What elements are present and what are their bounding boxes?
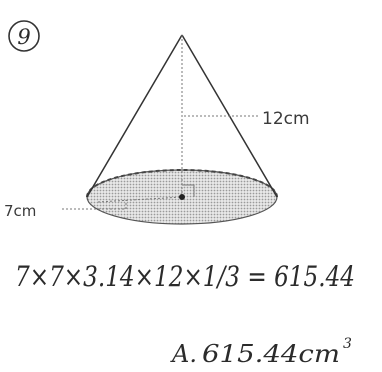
radius-label: 7cm [4,202,36,220]
answer-value: 615.44cm [202,340,340,368]
cone-base-hidden-edge [86,169,278,198]
answer-prefix: A. [170,340,197,368]
height-annotation: 12cm [184,109,310,129]
problem-number-circle [8,20,40,52]
problem-number: 9 [17,25,30,49]
cone [86,34,278,225]
cone-center-point [179,194,185,200]
work-equation: 7×7×3.14×12×1/3 = 615.44 [15,260,355,293]
radius-leader-line [62,200,127,210]
height-label: 12cm [262,109,310,129]
problem-number-badge: 9 [8,20,40,52]
right-angle-mark [182,184,195,197]
radius-annotation: 7cm [4,200,127,220]
answer-exponent: 3 [343,336,352,352]
answer-line: A. 615.44cm 3 [170,336,352,368]
cone-left-side [86,34,183,198]
